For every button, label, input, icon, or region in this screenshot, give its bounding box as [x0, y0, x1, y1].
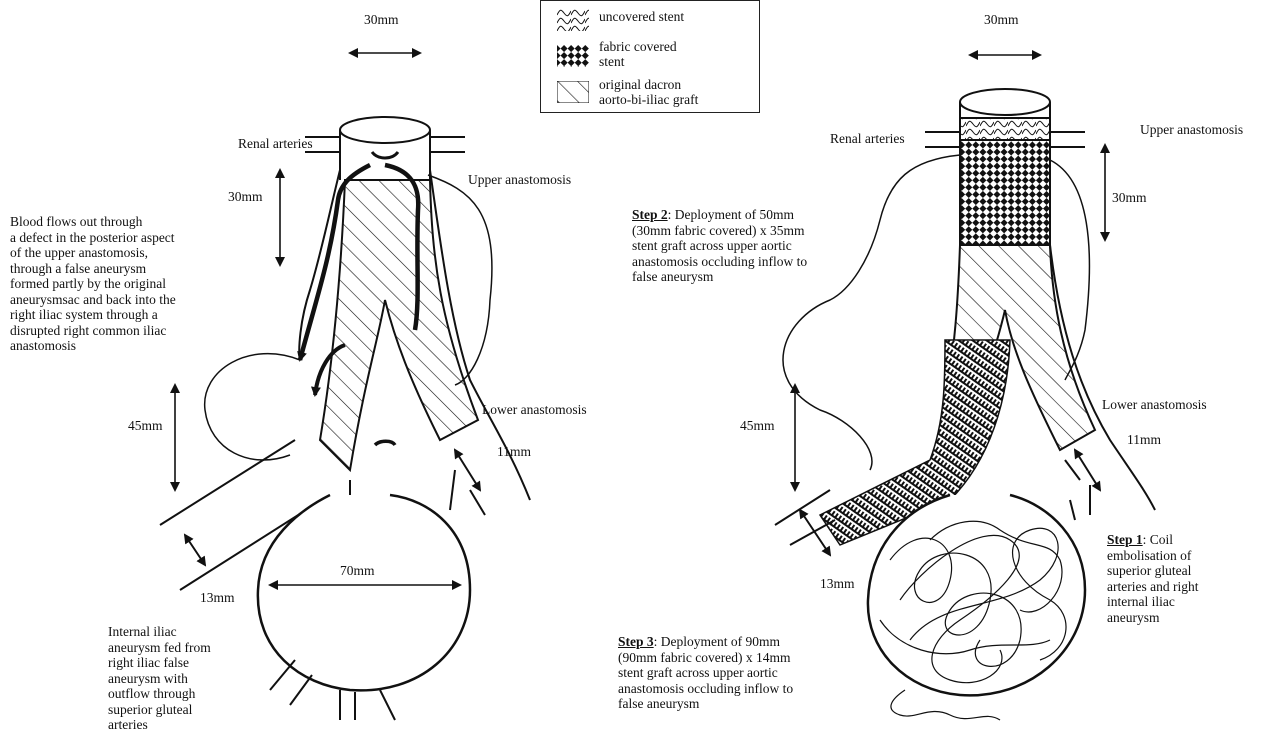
step3-note: Step 3: Deployment of 90mm (90mm fabric … [618, 634, 848, 712]
step2-title: Step 2 [632, 207, 668, 222]
step3-title: Step 3 [618, 634, 654, 649]
right-renal-label: Renal arteries [830, 131, 905, 147]
legend-label: fabric covered stent [599, 39, 759, 69]
left-dim-13-label: 13mm [200, 590, 235, 606]
left-dim-top-label: 30mm [364, 12, 399, 28]
right-dim-top-label: 30mm [984, 12, 1019, 28]
left-dim-45-label: 45mm [128, 418, 163, 434]
dim-11-arrow [455, 450, 480, 490]
legend: uncovered stent fabric covered stent ori… [540, 0, 760, 113]
dim-13-arrow [185, 535, 205, 565]
left-blood-flow-note: Blood flows out through a defect in the … [10, 214, 245, 354]
right-upper-anastomosis-label: Upper anastomosis [1140, 122, 1243, 138]
right-dim-upper-label: 30mm [1112, 190, 1147, 206]
false-aneurysm [783, 155, 960, 470]
left-dim-upper-label: 30mm [228, 189, 263, 205]
left-lower-anastomosis-label: Lower anastomosis [482, 402, 587, 418]
right-dim-13-label: 13mm [820, 576, 855, 592]
fabric-covered-stent-upper [960, 140, 1050, 245]
uncovered-stent [960, 118, 1050, 140]
legend-label: original dacron aorto-bi-iliac graft [599, 77, 759, 107]
aorta-top [960, 89, 1050, 115]
left-diagram [160, 53, 530, 720]
aorta-top [340, 117, 430, 143]
left-internal-iliac-note: Internal iliac aneurysm fed from right i… [108, 624, 268, 733]
zigzag-pattern-icon [557, 9, 589, 31]
legend-label: uncovered stent [599, 9, 759, 24]
diagonal-hatch-pattern-icon [557, 81, 589, 103]
right-lower-anastomosis-label: Lower anastomosis [1102, 397, 1207, 413]
left-upper-anastomosis-label: Upper anastomosis [468, 172, 571, 188]
internal-iliac-aneurysm [868, 495, 1085, 695]
left-dim-70-label: 70mm [340, 563, 375, 579]
left-renal-label: Renal arteries [238, 136, 313, 152]
false-aneurysm-lobe [205, 354, 300, 460]
dim-11-arrow [1075, 450, 1100, 490]
right-dim-11-label: 11mm [1127, 432, 1161, 448]
step2-note: Step 2: Deployment of 50mm (30mm fabric … [632, 207, 862, 285]
step1-note: Step 1: Coil embolisation of superior gl… [1107, 532, 1257, 625]
right-diagram [775, 55, 1155, 720]
step1-title: Step 1 [1107, 532, 1143, 547]
right-dim-45-label: 45mm [740, 418, 775, 434]
crosshatch-pattern-icon [557, 45, 589, 67]
left-dim-11-label: 11mm [497, 444, 531, 460]
internal-iliac-aneurysm [258, 495, 470, 690]
